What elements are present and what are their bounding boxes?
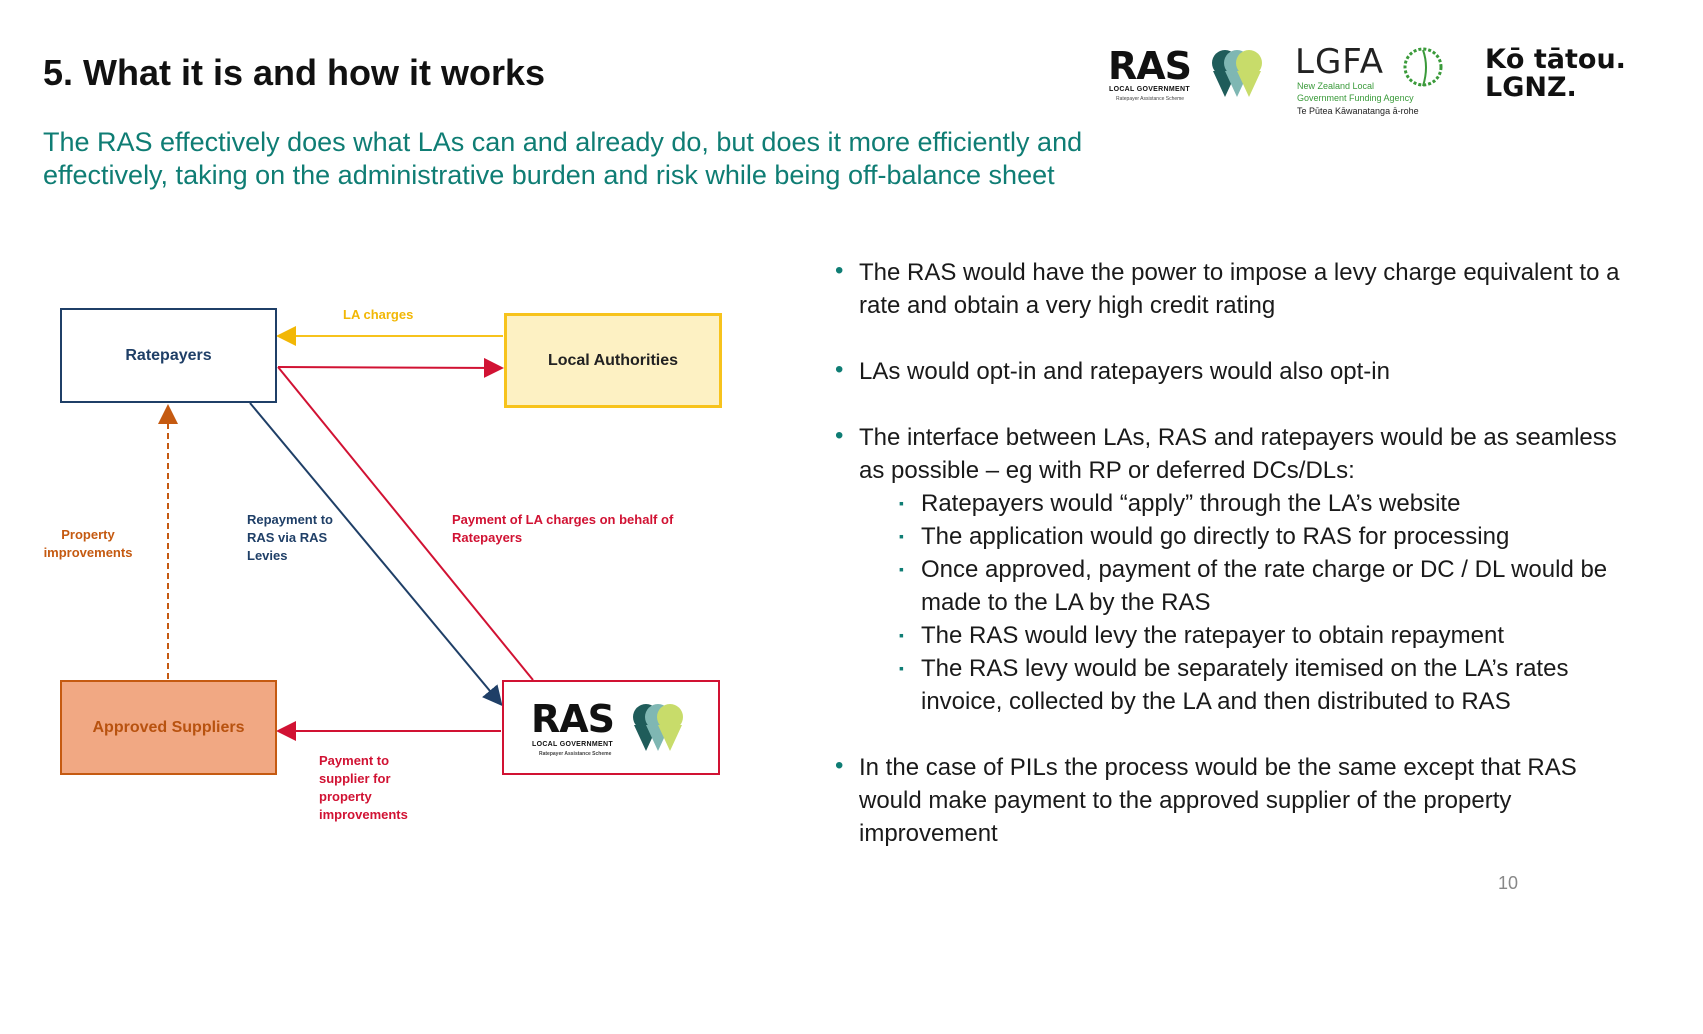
bullet-text: The interface between LAs, RAS and ratep… (859, 424, 1617, 484)
ras-box-drops-icon (633, 703, 683, 751)
local-authorities-box: Local Authorities (504, 313, 722, 408)
bullet-item: In the case of PILs the process would be… (835, 749, 1635, 850)
lgfa-logo-word: LGFA (1295, 42, 1384, 82)
ras-box-logo-line1: LOCAL GOVERNMENT (532, 740, 613, 748)
property-improvements-label: Property improvements (43, 527, 133, 560)
bullet-text: In the case of PILs the process would be… (859, 754, 1577, 847)
local-authorities-label: Local Authorities (547, 351, 679, 369)
lgfa-logo-maori: Te Pūtea Kāwanatanga ā-rohe (1297, 106, 1419, 116)
payment-la-label: Payment of LA charges on behalf of Ratep… (452, 512, 674, 545)
repayment-arrow (249, 402, 503, 707)
ras-logo-drops-icon (1212, 50, 1262, 97)
flow-arrows (158, 326, 534, 741)
sub-bullet-item: The RAS would levy the ratepayer to obta… (899, 619, 1635, 652)
ras-logo-line2: Ratepayer Assistance Scheme (1116, 96, 1185, 102)
sub-bullet-item: Ratepayers would “apply” through the LA’… (899, 487, 1635, 520)
ras-logo: RAS LOCAL GOVERNMENT Ratepayer Assistanc… (1108, 44, 1268, 104)
la-charges-label: LA charges (343, 307, 414, 322)
lgfa-logo-line2: Government Funding Agency (1297, 93, 1414, 103)
approved-suppliers-label: Approved Suppliers (92, 718, 245, 736)
repayment-label: Repayment to RAS via RAS Levies (247, 512, 333, 563)
bullet-item: The interface between LAs, RAS and ratep… (835, 419, 1635, 718)
bullet-item: The RAS would have the power to impose a… (835, 254, 1635, 322)
ras-logo-line1: LOCAL GOVERNMENT (1109, 86, 1190, 93)
payment-la-line (277, 366, 534, 681)
ratepayers-to-la-arrow (277, 357, 504, 378)
slide-subtitle: The RAS effectively does what LAs can an… (43, 127, 1083, 190)
lgfa-logo: LGFA New Zealand Local Government Fundin… (1295, 42, 1455, 122)
ras-box-logo: RAS LOCAL GOVERNMENT Ratepayer Assistanc… (531, 697, 691, 759)
page-number: 10 (1498, 873, 1519, 893)
payment-supplier-label: Payment to supplier for property improve… (319, 753, 408, 822)
lgnz-logo: Kō tātou. LGNZ. (1485, 46, 1626, 102)
slide-title: 5. What it is and how it works (43, 52, 546, 93)
sub-bullet-list: Ratepayers would “apply” through the LA’… (859, 487, 1635, 718)
lgfa-logo-line1: New Zealand Local (1297, 81, 1375, 91)
bullet-text: LAs would opt-in and ratepayers would al… (859, 358, 1390, 385)
approved-suppliers-box: Approved Suppliers (60, 680, 277, 775)
fern-icon (1403, 47, 1443, 87)
ratepayers-label: Ratepayers (125, 346, 212, 364)
ras-logo-word: RAS (1108, 44, 1192, 88)
lgnz-logo-line1: Kō tātou. (1485, 44, 1626, 75)
ras-box-logo-word: RAS (531, 696, 615, 741)
bullet-text: The RAS would have the power to impose a… (859, 259, 1620, 319)
sub-bullet-item: The RAS levy would be separately itemise… (899, 652, 1635, 718)
sub-bullet-item: The application would go directly to RAS… (899, 520, 1635, 553)
ras-box: RAS LOCAL GOVERNMENT Ratepayer Assistanc… (502, 680, 720, 775)
ratepayers-box: Ratepayers (60, 308, 277, 403)
ras-box-logo-line2: Ratepayer Assistance Scheme (539, 750, 612, 757)
bullet-list: The RAS would have the power to impose a… (835, 254, 1635, 883)
sub-bullet-item: Once approved, payment of the rate charg… (899, 553, 1635, 619)
bullet-item: LAs would opt-in and ratepayers would al… (835, 353, 1635, 388)
lgnz-logo-line2: LGNZ. (1485, 72, 1577, 103)
